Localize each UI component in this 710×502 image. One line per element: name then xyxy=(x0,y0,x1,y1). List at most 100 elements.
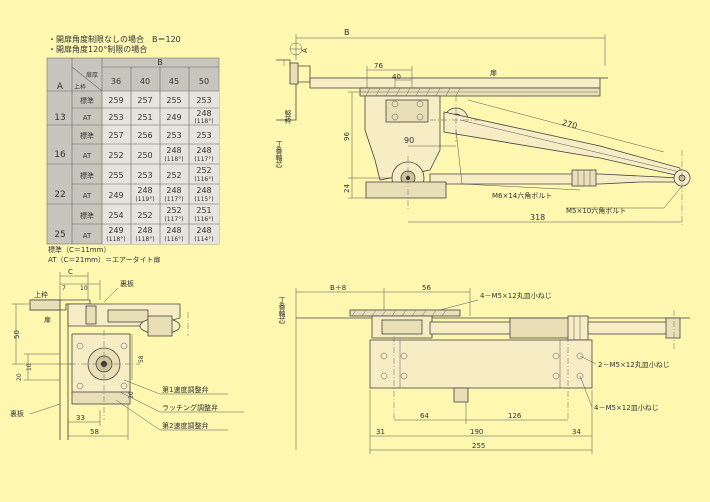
table-footnote-standard: 標準（C＝11mm） xyxy=(48,245,110,254)
table-type: 標準 xyxy=(80,211,94,220)
dim-190: 190 xyxy=(470,428,483,436)
label-screw-4-m5-pan: 4－M5×12丸皿小ねじ xyxy=(480,291,552,300)
table-cell: 248 xyxy=(166,186,181,195)
dim-20: 20 xyxy=(16,373,23,381)
label-valve-1: 第1速度調整弁 xyxy=(162,385,208,394)
table-cell: 253 xyxy=(108,113,123,122)
dim-a: A xyxy=(301,48,309,53)
dim-270: 270 xyxy=(561,118,578,131)
dim-64: 64 xyxy=(420,412,429,420)
table-cell: 249 xyxy=(108,191,123,200)
label-door-side: 扉 xyxy=(44,315,51,324)
dim-10-top: 10 xyxy=(80,285,88,292)
dim-56: 56 xyxy=(422,284,431,292)
table-b-header: B xyxy=(157,58,163,67)
table-col-header: 50 xyxy=(199,77,209,86)
label-hinge-axis-front: 丁番軸芯 xyxy=(278,296,286,324)
dim-b: B xyxy=(344,28,350,37)
top-view: B A 扉 竪枠 丁番軸芯 76 40 xyxy=(275,28,691,226)
table-cell: 248 xyxy=(166,146,181,155)
table-cell-angle: (118°) xyxy=(194,118,213,125)
table-type: 標準 xyxy=(80,131,94,140)
table-cell: 253 xyxy=(196,96,211,105)
table-cell: 248 xyxy=(137,226,152,235)
dim-318: 318 xyxy=(530,213,545,222)
dim-10-side: 10 xyxy=(26,363,33,371)
table-type: AT xyxy=(83,232,92,240)
dim-90: 90 xyxy=(404,136,414,145)
table-cell: 249 xyxy=(166,113,181,122)
table-cell-angle: (115°) xyxy=(194,196,213,203)
table-cell: 257 xyxy=(137,96,152,105)
table-type: AT xyxy=(83,192,92,200)
label-back-plate-top: 裏板 xyxy=(120,279,134,288)
table-cell: 255 xyxy=(108,171,123,180)
table-cell: 252 xyxy=(108,151,123,160)
side-view: C 7 10 裏板 上枠 扉 xyxy=(10,268,244,440)
table-cell-angle: (118°) xyxy=(106,236,125,243)
table-cell: 254 xyxy=(108,211,123,220)
table-diag-top: 扉厚 xyxy=(86,71,98,79)
table-cell-angle: (117°) xyxy=(194,156,213,163)
table-a-value: 25 xyxy=(54,230,65,240)
dim-b-plus-8: B＋8 xyxy=(330,284,346,292)
table-type: 標準 xyxy=(80,171,94,180)
table-a-header: A xyxy=(57,82,64,92)
dim-c: C xyxy=(68,268,73,276)
table-cell: 251 xyxy=(196,206,211,215)
table-cell-angle: (118°) xyxy=(135,236,154,243)
table-cell: 248 xyxy=(137,186,152,195)
label-back-plate-left: 裏板 xyxy=(10,409,24,418)
table-cell: 252 xyxy=(137,211,152,220)
table-diag-bottom: 上枠 xyxy=(74,83,86,91)
table-cell: 252 xyxy=(166,206,181,215)
front-view: B＋8 56 4－M5×12丸皿小ねじ 丁番軸芯 xyxy=(278,284,690,454)
dim-30: 30 xyxy=(128,391,135,399)
dim-34: 34 xyxy=(572,428,581,436)
table-cell-angle: (116°) xyxy=(194,176,213,183)
table-cell: 249 xyxy=(108,226,123,235)
table-a-value: 13 xyxy=(54,113,65,123)
table-cell: 250 xyxy=(137,151,152,160)
label-screw-4-m5-flat: 4－M5×12皿小ねじ xyxy=(594,403,659,412)
dim-58-bottom: 58 xyxy=(90,428,99,436)
note-angle-limit: ・開扉角度120°制限の場合 xyxy=(48,44,147,54)
dim-76: 76 xyxy=(374,62,383,70)
table-cell: 252 xyxy=(166,171,181,180)
dim-58-side: 58 xyxy=(138,355,145,363)
dim-50: 50 xyxy=(13,330,21,339)
table-cell: 248 xyxy=(166,226,181,235)
table-cell-angle: (117°) xyxy=(164,196,183,203)
table-cell: 251 xyxy=(137,113,152,122)
table-type: AT xyxy=(83,114,92,122)
dim-126: 126 xyxy=(508,412,522,420)
table-cell-angle: (117°) xyxy=(164,216,183,223)
table-cell: 255 xyxy=(166,96,181,105)
label-frame: 竪枠 xyxy=(284,110,292,125)
label-door-top: 扉 xyxy=(490,68,497,77)
table-type: AT xyxy=(83,152,92,160)
dim-24: 24 xyxy=(343,184,351,193)
table-cell: 257 xyxy=(108,131,123,140)
table-cell: 259 xyxy=(108,96,123,105)
dim-33: 33 xyxy=(76,414,85,422)
table-cell-angle: (116°) xyxy=(164,236,183,243)
table-a-value: 16 xyxy=(54,150,66,160)
table-cell: 253 xyxy=(196,131,211,140)
dim-7: 7 xyxy=(62,285,66,292)
table-cell: 253 xyxy=(137,171,152,180)
table-footnote-airtight: AT（C＝21mm）＝エアータイト扉 xyxy=(48,255,161,264)
table-cell: 252 xyxy=(196,166,211,175)
table-type: 標準 xyxy=(80,96,94,105)
label-m6-bolt: M6×14六角ボルト xyxy=(492,191,552,200)
label-latching-valve: ラッチング調整弁 xyxy=(162,403,218,412)
table-cell-angle: (114°) xyxy=(194,236,213,243)
table-cell: 253 xyxy=(166,131,181,140)
table-col-header: 45 xyxy=(169,77,179,86)
dim-31: 31 xyxy=(376,428,385,436)
label-m5-bolt: M5×10六角ボルト xyxy=(566,206,626,215)
table-cell-angle: (118°) xyxy=(164,156,183,163)
table-col-header: 40 xyxy=(140,77,150,86)
